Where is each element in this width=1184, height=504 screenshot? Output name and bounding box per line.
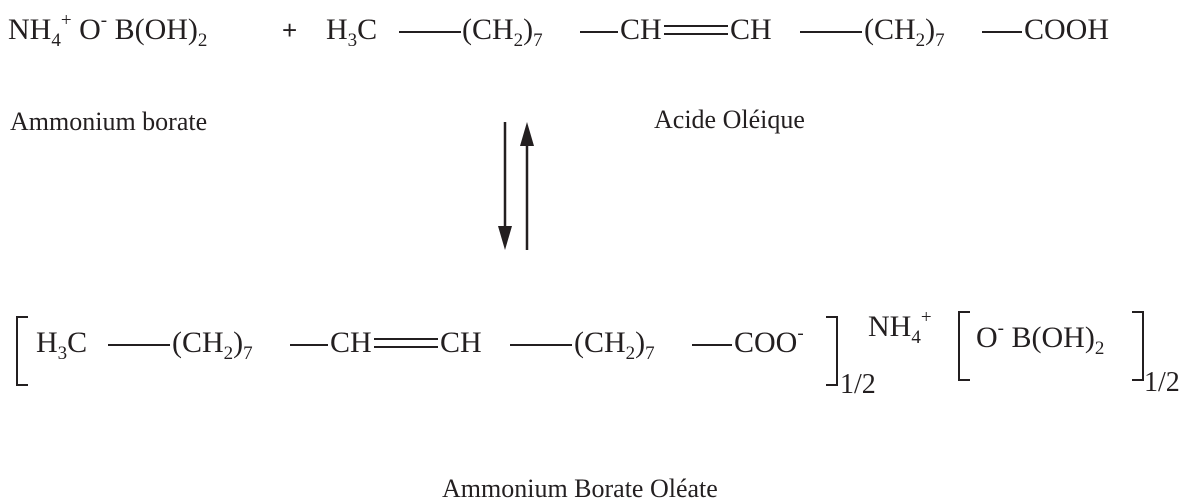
- product-group-ch-b: CH: [440, 326, 482, 359]
- oleic-group-ch-a: CH: [620, 13, 662, 46]
- double-bond: [374, 338, 438, 348]
- left-bracket: [958, 311, 970, 381]
- product-group-ch2-7-b: (CH2)7: [574, 326, 655, 364]
- double-bond: [664, 25, 728, 35]
- single-bond: [982, 31, 1022, 33]
- single-bond: [800, 31, 862, 33]
- product-group-h3c: H3C: [36, 326, 88, 364]
- product-group-coo-minus: COO-: [734, 323, 804, 359]
- reactant-ammonium-borate-formula: NH4+ O- B(OH)2: [8, 10, 208, 51]
- oleic-group-ch-b: CH: [730, 13, 772, 46]
- product-group-ch2-7-a: (CH2)7: [172, 326, 253, 364]
- single-bond: [290, 344, 328, 346]
- label-ammonium-borate-oleate: Ammonium Borate Oléate: [442, 474, 718, 503]
- single-bond: [510, 344, 572, 346]
- stoichiometry-fraction-1: 1/2: [840, 369, 876, 400]
- label-acide-oleique: Acide Oléique: [654, 105, 805, 134]
- oleic-group-ch2-7-a: (CH2)7: [462, 13, 543, 51]
- plus-sign: +: [282, 15, 298, 45]
- oleic-group-cooh: COOH: [1024, 13, 1110, 46]
- single-bond: [692, 344, 732, 346]
- right-bracket: [1132, 311, 1144, 381]
- left-bracket: [16, 316, 28, 386]
- oleic-group-h3c: H3C: [326, 13, 378, 51]
- right-bracket: [826, 316, 838, 386]
- oleic-group-ch2-7-b: (CH2)7: [864, 13, 945, 51]
- product-group-ch-a: CH: [330, 326, 372, 359]
- product-borate-group: O- B(OH)2: [976, 318, 1105, 359]
- single-bond: [108, 344, 170, 346]
- stoichiometry-fraction-2: 1/2: [1144, 367, 1180, 398]
- label-ammonium-borate: Ammonium borate: [10, 107, 208, 136]
- single-bond: [399, 31, 461, 33]
- product-ammonium-ion: NH4+: [868, 307, 932, 348]
- single-bond: [580, 31, 618, 33]
